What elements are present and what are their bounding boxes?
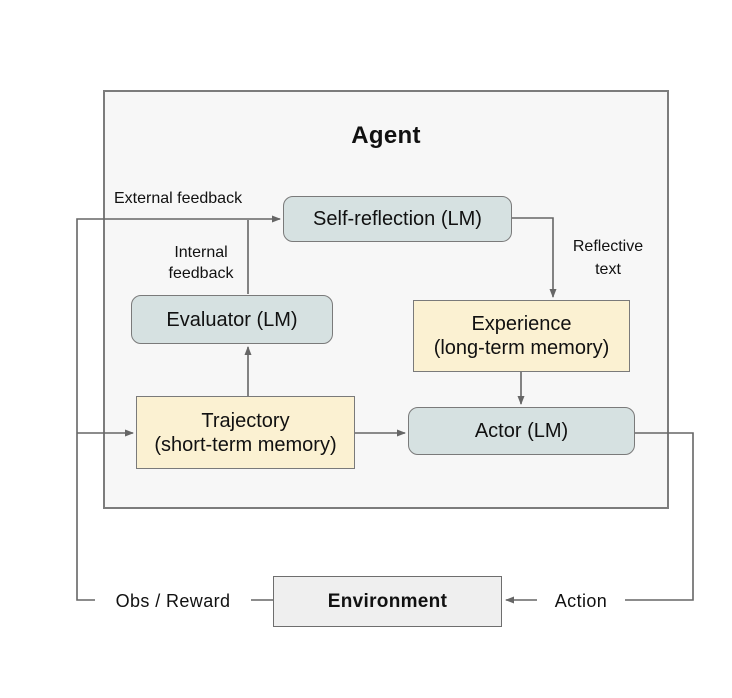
node-actor-label: Actor (LM) — [474, 420, 569, 442]
node-experience-label: Experience — [471, 313, 572, 335]
node-environment: Environment — [273, 576, 502, 627]
agent-title: Agent — [351, 122, 421, 149]
node-experience: Experience (long-term memory) — [413, 300, 630, 372]
node-trajectory: Trajectory (short-term memory) — [136, 396, 355, 469]
node-evaluator-label: Evaluator (LM) — [166, 308, 298, 331]
label-action: Action — [537, 590, 625, 612]
node-self-reflection: Self-reflection (LM) — [283, 196, 512, 242]
label-external-feedback: External feedback — [114, 190, 243, 207]
node-self-reflection-label: Self-reflection (LM) — [313, 208, 482, 230]
label-obs-reward: Obs / Reward — [95, 590, 251, 612]
node-actor: Actor (LM) — [408, 407, 635, 455]
node-evaluator: Evaluator (LM) — [131, 295, 333, 344]
node-environment-label: Environment — [327, 590, 448, 612]
label-internal-feedback: Internal feedback — [168, 244, 234, 282]
label-reflective-text: Reflective text — [572, 238, 644, 278]
node-experience-sublabel: (long-term memory) — [433, 337, 610, 359]
node-trajectory-label: Trajectory — [201, 409, 290, 432]
node-trajectory-sublabel: (short-term memory) — [154, 433, 337, 456]
